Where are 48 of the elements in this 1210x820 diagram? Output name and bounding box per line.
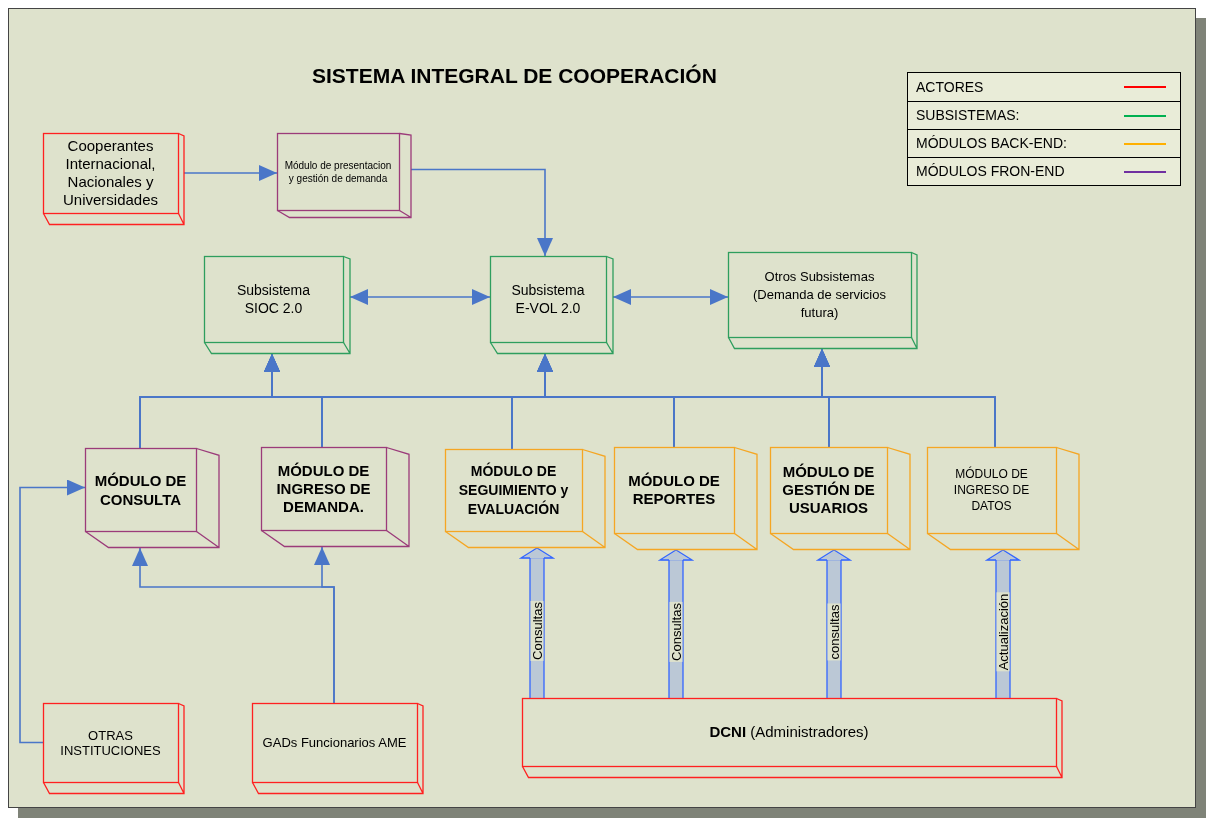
legend-label: SUBSISTEMAS: xyxy=(916,106,1020,125)
box-label: Módulo de presentacion y gestión de demanda xyxy=(283,158,393,185)
arrow xyxy=(183,165,278,181)
box-3d xyxy=(43,703,184,794)
legend-label: MÓDULOS BACK-END: xyxy=(916,134,1067,153)
box-label: Cooperantes Internacional, Nacionales y Universidades xyxy=(61,137,159,209)
wide-arrow xyxy=(986,549,1020,699)
wide-arrow xyxy=(659,549,693,699)
box-3d xyxy=(490,256,613,354)
legend-label: ACTORES xyxy=(916,77,984,97)
box-label: Subsistema SIOC 2.0 xyxy=(235,281,312,317)
arrow xyxy=(314,546,335,704)
box-label: MÓDULO DE CONSULTA xyxy=(93,470,188,509)
box-3d xyxy=(728,252,917,349)
arrow xyxy=(814,348,996,448)
arrow xyxy=(612,289,729,305)
box-3d xyxy=(252,703,423,794)
arrow xyxy=(349,289,491,305)
box-3d xyxy=(43,133,184,225)
edge-label: Consultas xyxy=(669,602,683,662)
box-3d xyxy=(261,447,409,547)
box-label: MÓDULO DE INGRESO DE DEMANDA. xyxy=(275,461,372,516)
box-label: Subsistema E-VOL 2.0 xyxy=(510,281,586,317)
box-label: OTRAS INSTITUCIONES xyxy=(59,727,162,758)
box-3d xyxy=(770,447,910,550)
box-3d xyxy=(445,449,605,548)
box-label: GADs Funcionarios AME xyxy=(262,735,407,750)
box-label: MÓDULO DE SEGUIMIENTO y EVALUACIÓN xyxy=(457,461,570,519)
arrow xyxy=(410,168,553,257)
box-label: Otros Subsistemas (Demanda de servicios futura) xyxy=(752,267,887,322)
box-3d xyxy=(204,256,350,354)
box-3d xyxy=(85,448,219,548)
edge-label: Consultas xyxy=(530,601,544,661)
diagram-title: SISTEMA INTEGRAL DE COOPERACIÓN xyxy=(312,63,718,89)
box-label: MÓDULO DE INGRESO DE DATOS xyxy=(952,466,1031,514)
edge-label: consultas xyxy=(827,603,841,661)
wide-arrow xyxy=(817,549,851,699)
edge-label: Actualización xyxy=(996,592,1010,672)
arrow xyxy=(19,479,86,744)
box-3d xyxy=(277,133,411,218)
box-label: MÓDULO DE GESTIÓN DE USUARIOS xyxy=(781,463,876,517)
box-3d xyxy=(927,447,1079,550)
box-3d xyxy=(614,447,757,550)
box-label: DCNI (Administradores) xyxy=(709,723,869,741)
legend-label: MÓDULOS FRON-END xyxy=(916,162,1065,181)
box-label: MÓDULO DE REPORTES xyxy=(627,472,721,508)
box-3d xyxy=(522,698,1062,778)
wide-arrow xyxy=(520,547,554,699)
